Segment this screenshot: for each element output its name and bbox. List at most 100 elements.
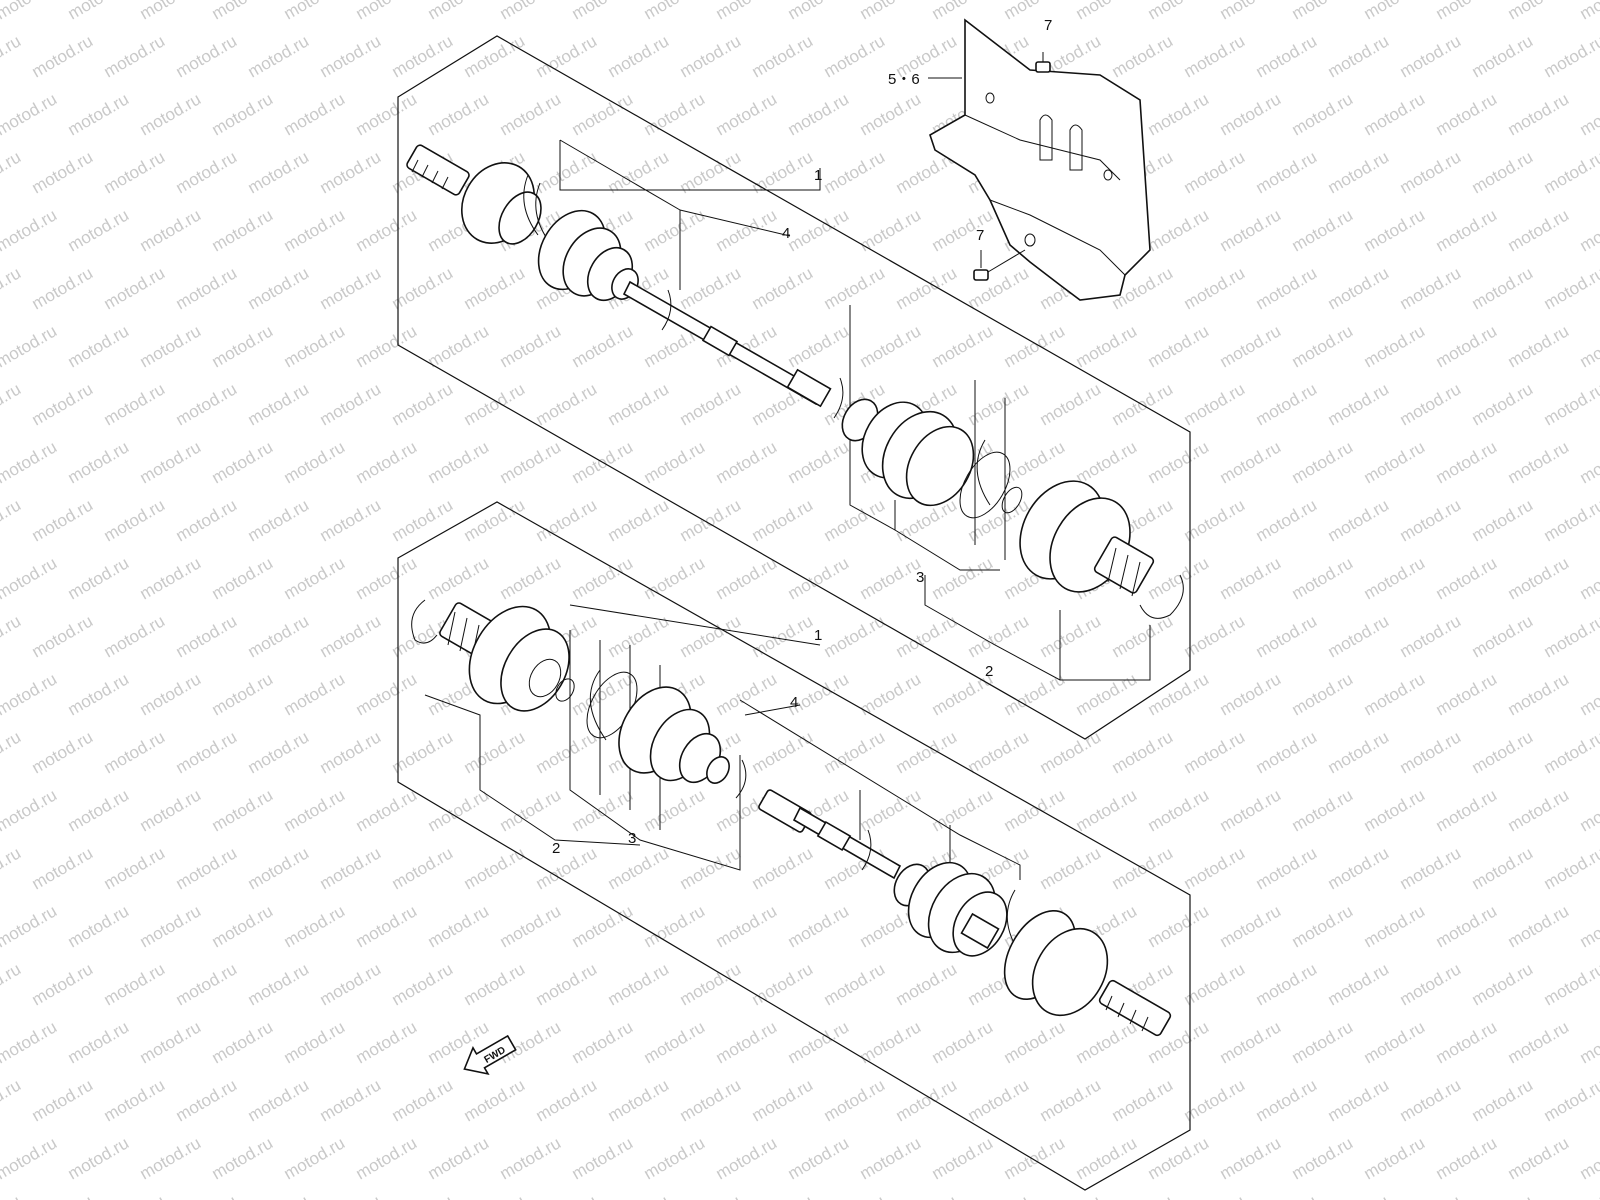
watermark-text: motod.ru [1289,785,1357,835]
watermark-text: motod.ru [569,89,637,139]
callout-la-1: 1 [814,627,822,644]
watermark-text: motod.ru [1109,1075,1177,1125]
watermark-text: motod.ru [1433,553,1501,603]
watermark-text: motod.ru [209,1133,277,1183]
lower-inner-cv-joint [411,599,575,712]
watermark-text: motod.ru [605,495,673,545]
watermark-text: motod.ru [857,321,925,371]
watermark-text: motod.ru [1253,263,1321,313]
watermark-text: motod.ru [209,321,277,371]
watermark-text: motod.ru [713,0,781,23]
watermark-text: motod.ru [317,1075,385,1125]
watermark-text: motod.ru [173,263,241,313]
watermark-text: motod.ru [137,553,205,603]
watermark-text: motod.ru [389,1075,457,1125]
watermark-text: motod.ru [1289,89,1357,139]
watermark-text: motod.ru [1325,147,1393,197]
watermark-text: motod.ru [821,1075,889,1125]
watermark-text: motod.ru [965,1075,1033,1125]
watermark-text: motod.ru [1289,553,1357,603]
watermark-text: motod.ru [1433,437,1501,487]
watermark-text: motod.ru [569,1133,637,1183]
watermark-text: motod.ru [1181,31,1249,81]
watermark-text: motod.ru [605,1075,673,1125]
watermark-text: motod.ru [929,205,997,255]
watermark-text: motod.ru [785,437,853,487]
watermark-text: motod.ru [1001,0,1069,23]
watermark-text: motod.ru [713,1133,781,1183]
watermark-text: motod.ru [1361,785,1429,835]
watermark-text: motod.ru [1145,553,1213,603]
watermark-text: motod.ru [1505,0,1573,23]
watermark-text: motod.ru [1001,1133,1069,1183]
watermark-text: motod.ru [1397,495,1465,545]
watermark-text: motod.ru [857,0,925,23]
leader-la-4 [744,704,801,716]
watermark-text: motod.ru [281,901,349,951]
watermark-text: motod.ru [281,1017,349,1067]
watermark-text: motod.ru [1289,321,1357,371]
watermark-text: motod.ru [1217,1133,1285,1183]
watermark-text: motod.ru [641,1017,709,1067]
watermark-text: motod.ru [245,379,313,429]
watermark-text: motod.ru [1433,321,1501,371]
watermark-text: motod.ru [245,147,313,197]
lower-axle-shaft [758,789,902,880]
lower-outer-cv-joint [1003,910,1172,1037]
watermark-text: motod.ru [1325,1075,1393,1125]
watermark-text: motod.ru [497,1133,565,1183]
watermark-text: motod.ru [749,727,817,777]
watermark-text: motod.ru [569,0,637,23]
callout-ua-3: 3 [916,569,924,586]
watermark-text: motod.ru [749,843,817,893]
watermark-text: motod.ru [1289,0,1357,23]
watermark-text: motod.ru [1505,553,1573,603]
watermark-text: motod.ru [1181,263,1249,313]
watermark-text: motod.ru [0,959,24,1009]
watermark-text: motod.ru [1397,31,1465,81]
watermark-text: motod.ru [749,31,817,81]
watermark-text: motod.ru [1469,611,1537,661]
watermark-text: motod.ru [1397,379,1465,429]
watermark-text: motod.ru [1325,727,1393,777]
watermark-text: motod.ru [173,1191,241,1200]
watermark-text: motod.ru [1577,553,1600,603]
watermark-text: motod.ru [425,553,493,603]
watermark-text: motod.ru [641,1133,709,1183]
watermark-text: motod.ru [677,263,745,313]
watermark-text: motod.ru [1253,1191,1321,1200]
watermark-text: motod.ru [533,379,601,429]
leader-ua-4b [679,209,791,237]
watermark-text: motod.ru [0,611,24,661]
watermark-text: motod.ru [1181,1075,1249,1125]
watermark-text: motod.ru [29,147,97,197]
watermark-text: motod.ru [1145,205,1213,255]
watermark-text: motod.ru [1253,611,1321,661]
watermark-text: motod.ru [569,901,637,951]
watermark-text: motod.ru [1541,1075,1600,1125]
watermark-text: motod.ru [1289,901,1357,951]
watermark-text: motod.ru [0,0,60,23]
watermark-text: motod.ru [1541,959,1600,1009]
watermark-text: motod.ru [1073,1133,1141,1183]
watermark-text: motod.ru [65,669,133,719]
watermark-text: motod.ru [785,901,853,951]
watermark-text: motod.ru [29,1191,97,1200]
watermark-text: motod.ru [533,495,601,545]
lower-assembly-frame [397,501,1191,1191]
watermark-text: motod.ru [1145,785,1213,835]
watermark-text: motod.ru [1253,147,1321,197]
watermark-text: motod.ru [1109,727,1177,777]
watermark-text: motod.ru [101,147,169,197]
watermark-text: motod.ru [677,1075,745,1125]
watermark-text: motod.ru [425,437,493,487]
watermark-text: motod.ru [1073,669,1141,719]
watermark-text: motod.ru [0,553,60,603]
watermark-text: motod.ru [65,89,133,139]
watermark-text: motod.ru [1577,1133,1600,1183]
watermark-text: motod.ru [1433,1133,1501,1183]
watermark-text: motod.ru [1577,437,1600,487]
watermark-text: motod.ru [1505,785,1573,835]
watermark-text: motod.ru [1325,843,1393,893]
watermark-text: motod.ru [1181,495,1249,545]
